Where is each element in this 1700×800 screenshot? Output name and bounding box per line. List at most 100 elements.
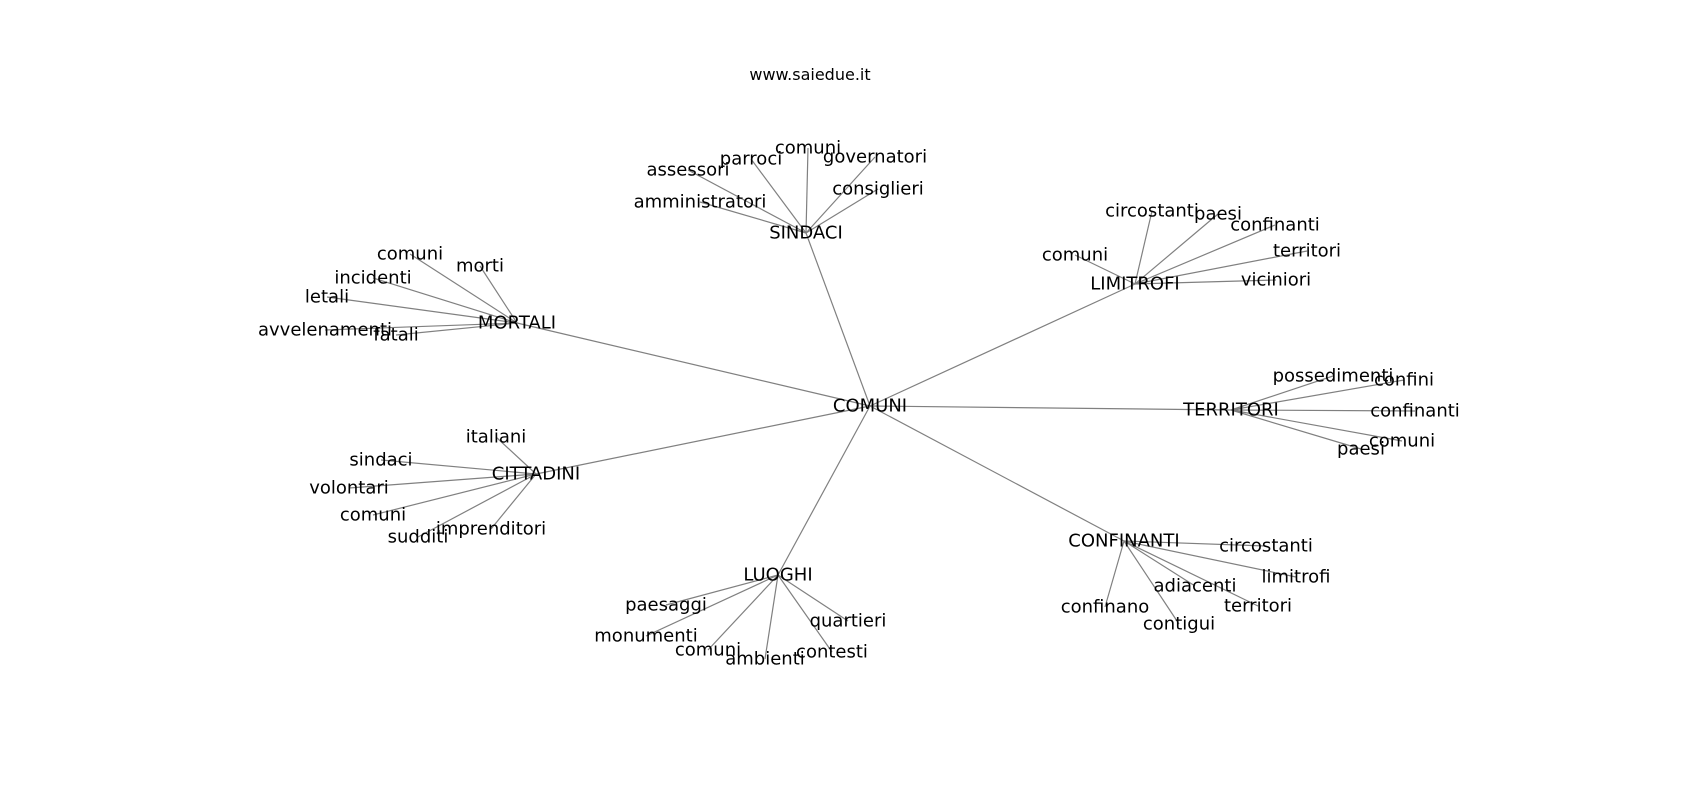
leaf-node-territori-possedimenti: possedimenti	[1273, 366, 1394, 387]
leaf-node-territori-confinanti: confinanti	[1370, 401, 1460, 422]
leaf-node-territori-comuni: comuni	[1369, 431, 1435, 452]
leaf-node-confinanti-limitrofi: limitrofi	[1262, 567, 1331, 588]
leaf-node-confinanti-territori: territori	[1224, 596, 1292, 617]
edge-cittadini-sindaci	[380, 459, 537, 475]
edge-luoghi-comuni	[707, 574, 779, 651]
edge-cittadini-italiani	[495, 436, 537, 475]
edge-limitrofi-territori	[1134, 250, 1308, 285]
edge-territori-paesi	[1230, 409, 1362, 450]
edge-territori-possedimenti	[1230, 375, 1334, 411]
edge-sindaci-governatori	[805, 156, 876, 234]
leaf-node-cittadini-comuni: comuni	[340, 505, 406, 526]
leaf-node-luoghi-ambienti: ambienti	[725, 649, 805, 670]
edge-limitrofi-confinanti	[1134, 224, 1276, 285]
leaf-node-sindaci-assessori: assessori	[646, 160, 729, 181]
edge-mortali-comuni	[409, 253, 518, 324]
cluster-node-cittadini: CITTADINI	[492, 464, 580, 485]
leaf-node-cittadini-sudditi: sudditi	[388, 527, 449, 548]
leaf-node-territori-paesi: paesi	[1337, 439, 1385, 460]
edge-limitrofi-viciniori	[1134, 279, 1277, 285]
edge-mortali-morti	[479, 265, 518, 324]
edge-center-confinanti	[869, 405, 1125, 542]
edge-luoghi-ambienti	[764, 574, 779, 660]
edge-cittadini-volontari	[348, 473, 537, 489]
label-layer: governatoricomuniparrociassessoriamminis…	[258, 138, 1460, 670]
cluster-node-luoghi: LUOGHI	[743, 565, 812, 586]
edge-confinanti-contigui	[1123, 540, 1180, 625]
edge-center-territori	[869, 405, 1232, 411]
edge-mortali-avvelenamenti	[324, 322, 518, 331]
leaf-node-sindaci-parroci: parroci	[720, 149, 782, 170]
site-watermark: www.saiedue.it	[749, 65, 871, 84]
leaf-node-sindaci-comuni: comuni	[775, 138, 841, 159]
leaf-node-sindaci-governatori: governatori	[823, 147, 927, 168]
edge-center-limitrofi	[869, 283, 1136, 407]
leaf-node-luoghi-monumenti: monumenti	[594, 626, 697, 647]
leaf-node-cittadini-imprenditori: imprenditori	[436, 519, 546, 540]
edge-cittadini-imprenditori	[490, 473, 537, 530]
cluster-node-territori: TERRITORI	[1182, 400, 1279, 421]
edge-center-cittadini	[535, 405, 871, 475]
cluster-node-limitrofi: LIMITROFI	[1090, 274, 1180, 295]
leaf-node-mortali-fatali: fatali	[373, 325, 418, 346]
cluster-node-mortali: MORTALI	[478, 313, 556, 334]
leaf-node-luoghi-comuni: comuni	[675, 640, 741, 661]
edge-sindaci-assessori	[687, 169, 807, 234]
edge-territori-comuni	[1230, 409, 1403, 442]
edge-territori-confini	[1230, 379, 1405, 411]
leaf-node-limitrofi-confinanti: confinanti	[1230, 215, 1320, 236]
leaf-node-cittadini-sindaci: sindaci	[349, 450, 412, 471]
leaf-node-luoghi-paesaggi: paesaggi	[625, 595, 707, 616]
edge-luoghi-paesaggi	[665, 574, 779, 606]
leaf-node-cittadini-italiani: italiani	[466, 427, 527, 448]
edge-luoghi-monumenti	[645, 574, 779, 637]
leaf-node-confinanti-adiacenti: adiacenti	[1154, 576, 1237, 597]
leaf-node-confinanti-circostanti: circostanti	[1219, 536, 1313, 557]
leaf-node-confinanti-contigui: contigui	[1143, 614, 1215, 635]
edge-mortali-fatali	[395, 322, 518, 336]
leaf-node-luoghi-contesti: contesti	[796, 642, 868, 663]
edge-luoghi-quartieri	[777, 574, 849, 622]
edge-confinanti-territori	[1123, 540, 1259, 607]
leaf-node-limitrofi-circostanti: circostanti	[1105, 201, 1199, 222]
leaf-node-limitrofi-paesi: paesi	[1194, 204, 1242, 225]
leaf-node-limitrofi-viciniori: viciniori	[1241, 270, 1311, 291]
leaf-node-luoghi-quartieri: quartieri	[810, 611, 887, 632]
edge-mortali-letali	[326, 296, 518, 324]
edge-mortali-incidenti	[372, 277, 518, 324]
leaf-node-sindaci-amministratori: amministratori	[634, 192, 767, 213]
edge-confinanti-circostanti	[1123, 540, 1267, 547]
edge-center-mortali	[516, 322, 871, 407]
leaf-node-mortali-incidenti: incidenti	[334, 268, 411, 289]
edge-limitrofi-paesi	[1134, 213, 1219, 285]
leaf-node-mortali-comuni: comuni	[377, 244, 443, 265]
leaf-node-sindaci-consiglieri: consiglieri	[832, 179, 924, 200]
edge-layer	[324, 147, 1416, 660]
edge-cittadini-comuni	[372, 473, 537, 516]
edge-center-sindaci	[805, 232, 871, 407]
leaf-node-mortali-letali: letali	[305, 287, 349, 308]
edge-confinanti-limitrofi	[1123, 540, 1297, 578]
edge-confinanti-confinano	[1104, 540, 1125, 608]
center-node-comuni: COMUNI	[833, 396, 907, 417]
edge-sindaci-amministratori	[699, 201, 807, 234]
edge-limitrofi-circostanti	[1134, 210, 1153, 285]
cluster-node-confinanti: CONFINANTI	[1068, 531, 1179, 552]
edge-limitrofi-comuni	[1074, 254, 1136, 285]
cluster-node-sindaci: SINDACI	[769, 223, 843, 244]
leaf-node-cittadini-volontari: volontari	[309, 478, 389, 499]
edge-sindaci-consiglieri	[805, 188, 879, 234]
leaf-node-mortali-avvelenamenti: avvelenamenti	[258, 320, 392, 341]
leaf-node-mortali-morti: morti	[456, 256, 504, 277]
leaf-node-limitrofi-territori: territori	[1273, 241, 1341, 262]
edge-luoghi-contesti	[777, 574, 833, 653]
leaf-node-limitrofi-comuni: comuni	[1042, 245, 1108, 266]
edge-center-luoghi	[777, 405, 871, 576]
edge-sindaci-parroci	[750, 158, 807, 234]
edge-territori-confinanti	[1230, 409, 1416, 412]
edge-sindaci-comuni	[805, 147, 809, 234]
leaf-node-confinanti-confinano: confinano	[1061, 597, 1150, 618]
edge-confinanti-adiacenti	[1123, 540, 1196, 587]
